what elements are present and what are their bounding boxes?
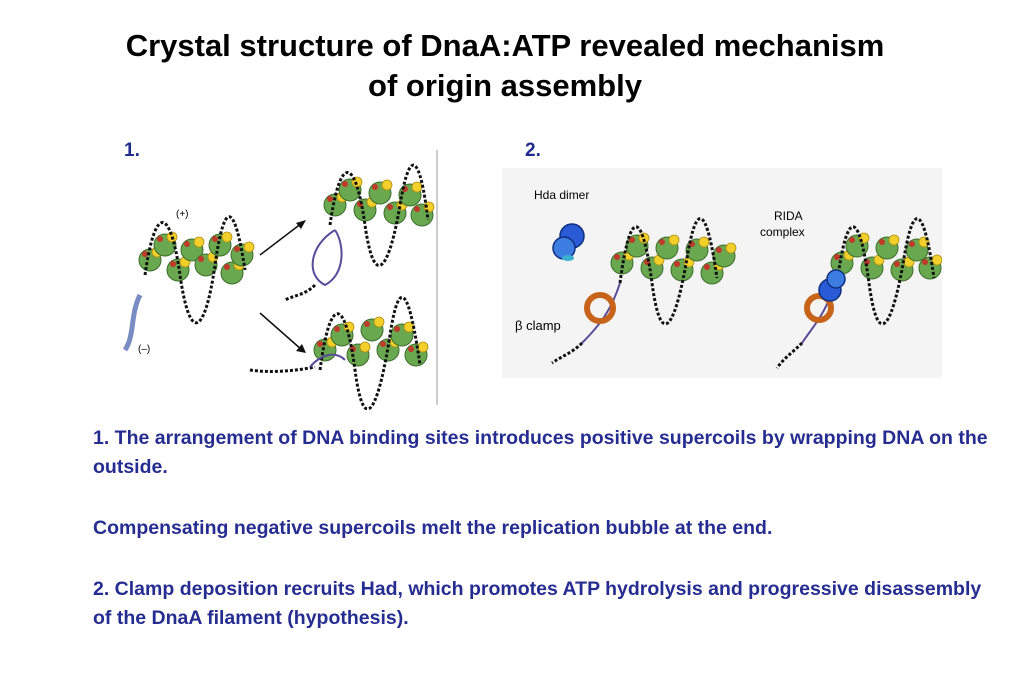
arrow-down	[259, 312, 303, 351]
plus-label: (+)	[176, 209, 189, 220]
arrow-up	[259, 222, 303, 256]
rida-label-line-2: complex	[760, 225, 805, 239]
figure-1-dnaa-filament: (+) (–)	[122, 150, 438, 410]
title-line-2: of origin assembly	[368, 68, 642, 103]
hda-dimer-label: Hda dimer	[534, 188, 589, 202]
panel-1-label: 1.	[124, 140, 140, 161]
filament-bottom-right	[249, 295, 429, 410]
hda-dimer-icon	[552, 223, 585, 261]
minus-label: (–)	[138, 344, 150, 355]
filament-left	[122, 215, 255, 352]
filament-with-clamp	[551, 217, 737, 365]
panel-2-label: 2.	[525, 140, 541, 161]
beta-clamp-label: β clamp	[515, 318, 561, 333]
slide-title: Crystal structure of DnaA:ATP revealed m…	[0, 26, 1010, 106]
figure-2-rida-complex: Hda dimer β clamp RIDA complex	[502, 168, 942, 378]
beta-clamp-icon	[584, 292, 616, 324]
rida-complex-icon	[804, 269, 846, 323]
caption-3: 2. Clamp deposition recruits Had, which …	[93, 578, 982, 629]
caption-1: 1. The arrangement of DNA binding sites …	[93, 427, 988, 478]
title-line-1: Crystal structure of DnaA:ATP revealed m…	[125, 28, 885, 63]
rida-label-line-1: RIDA	[774, 209, 803, 223]
filament-top-right	[284, 163, 435, 302]
caption-2: Compensating negative supercoils melt th…	[93, 517, 773, 539]
